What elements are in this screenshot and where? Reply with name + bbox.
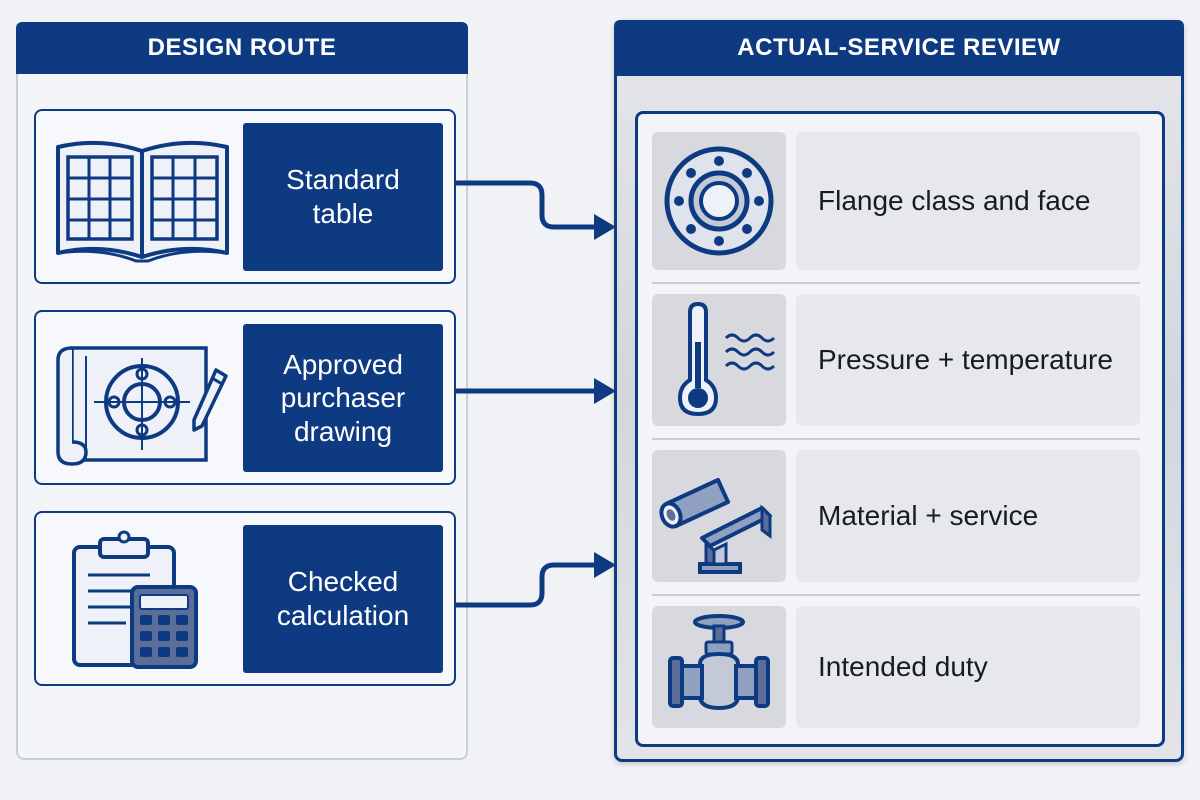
review-label-intended-duty: Intended duty bbox=[796, 606, 1140, 728]
review-list-frame: Flange class and face Pressure + tempera… bbox=[635, 111, 1165, 747]
design-route-card-standard-table: Standard table bbox=[34, 109, 456, 284]
review-row-pressure-temperature: Pressure + temperature bbox=[652, 294, 1140, 426]
design-route-title: DESIGN ROUTE bbox=[16, 22, 468, 74]
review-label-flange: Flange class and face bbox=[796, 132, 1140, 270]
actual-service-review-panel: ACTUAL-SERVICE REVIEW Flan bbox=[614, 20, 1184, 762]
connector-arrow-standard-table bbox=[456, 180, 600, 230]
clipboard-calculator-icon bbox=[72, 530, 198, 669]
design-route-panel: DESIGN ROUTE Standard table bbox=[16, 22, 468, 760]
design-route-card-purchaser-drawing: Approved purchaser drawing bbox=[34, 310, 456, 485]
review-row-intended-duty: Intended duty bbox=[652, 606, 1140, 728]
review-icon-box bbox=[652, 294, 786, 426]
design-route-label-standard-table: Standard table bbox=[243, 123, 443, 271]
row-divider bbox=[652, 594, 1140, 596]
review-icon-box bbox=[652, 606, 786, 728]
review-icon-box bbox=[652, 450, 786, 582]
connector-arrow-checked-calculation bbox=[456, 562, 600, 608]
row-divider bbox=[652, 282, 1140, 284]
blueprint-drawing-icon bbox=[56, 346, 228, 466]
open-book-table-icon bbox=[56, 140, 229, 263]
design-route-label-purchaser-drawing: Approved purchaser drawing bbox=[243, 324, 443, 472]
thermometer-icon bbox=[677, 301, 776, 417]
review-label-material-service: Material + service bbox=[796, 450, 1140, 582]
arrowhead-1 bbox=[594, 214, 616, 240]
arrowhead-2 bbox=[594, 378, 616, 404]
design-route-card-checked-calculation: Checked calculation bbox=[34, 511, 456, 686]
review-row-flange: Flange class and face bbox=[652, 132, 1140, 270]
review-icon-box bbox=[652, 132, 786, 270]
review-row-material-service: Material + service bbox=[652, 450, 1140, 582]
design-route-label-checked-calculation: Checked calculation bbox=[243, 525, 443, 673]
flange-icon bbox=[664, 146, 774, 256]
row-divider bbox=[652, 438, 1140, 440]
actual-service-review-title: ACTUAL-SERVICE REVIEW bbox=[614, 20, 1184, 76]
valve-icon bbox=[668, 614, 770, 711]
arrowhead-3 bbox=[594, 552, 616, 578]
pipe-beam-icon bbox=[659, 478, 772, 574]
review-label-pressure-temperature: Pressure + temperature bbox=[796, 294, 1140, 426]
